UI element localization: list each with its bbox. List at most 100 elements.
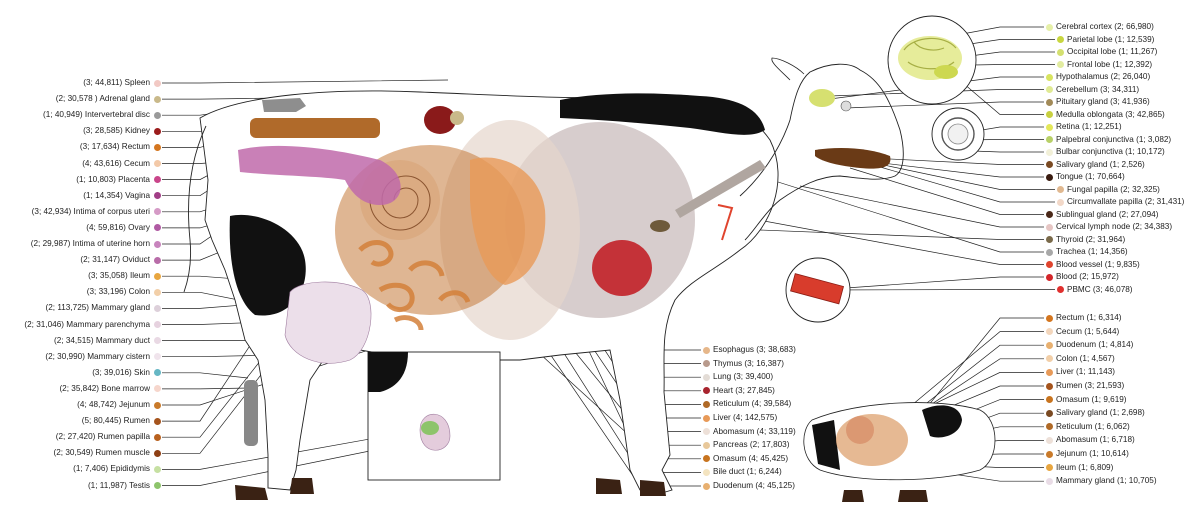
right-label-text: Parietal lobe (1; 12,539) [1067,34,1155,44]
left-label-text: (1; 11,987) Testis [87,480,150,490]
leader-line [162,439,425,486]
left-label-text: (4; 59,816) Ovary [86,222,150,232]
legend-color-dot [1045,464,1053,472]
legend-color-dot [153,353,161,361]
legend-color-dot [153,192,161,200]
mid-label-text: Pancreas (2; 17,803) [713,440,790,450]
internal-organs [238,89,891,340]
mid-label-text: Duodenum (4; 45,125) [713,481,795,490]
legend-color-dot [1056,198,1064,206]
legend-color-dot [702,414,710,422]
right-label-text: Occipital lobe (1; 11,267) [1067,47,1158,56]
right-label-text: Omasum (1; 9,619) [1056,394,1127,404]
right-label-text: Ileum (1; 6,809) [1056,462,1114,472]
legend-color-dot [1045,223,1053,231]
leader-line [869,163,1055,203]
legend-color-dot [1045,136,1053,143]
legend-color-dot [702,360,710,368]
right-label-text: Blood vessel (1; 9,835) [1056,259,1140,269]
brain-small [809,89,835,107]
legend-color-dot [1045,86,1053,93]
legend-color-dot [1045,161,1053,168]
legend-color-dot [1045,211,1053,218]
legend-color-dot [1045,409,1053,417]
leader-line [829,89,1044,97]
leader-line [817,289,1055,291]
legend-color-dot [1045,436,1053,444]
vessel-inset [785,257,851,323]
legend-color-dot [153,256,161,264]
bone-leg [244,380,258,446]
left-label-text: (3; 17,634) Rectum [79,142,150,152]
mid-label-text: Thymus (3; 16,387) [713,358,784,368]
black-patch-back [560,93,765,135]
right-label-text: Reticulum (1; 6,062) [1056,421,1130,431]
legend-color-dot [153,417,161,425]
intestine-coils [358,240,471,331]
kidney-shape [424,106,456,134]
left-label-text: (1; 7,406) Epididymis [73,464,150,474]
blood-vessel-shape [717,204,734,241]
legend-color-dot [702,400,710,408]
leader-line [162,372,249,379]
left-label-text: (3; 33,196) Colon [86,287,150,297]
rear-hoof [235,485,268,500]
right-label-text: Jejunum (1; 10,614) [1056,449,1129,458]
left-label-text: (3; 39,016) Skin [92,367,150,377]
left-label-text: (3; 28,585) Kidney [83,126,150,136]
legend-color-dot [1045,382,1053,390]
right-label-text: Trachea (1; 14,356) [1056,247,1128,256]
legend-color-dot [702,428,710,436]
adrenal-shape [450,111,464,125]
legend-color-dot [153,482,161,489]
right-label-text: Rectum (1; 6,314) [1056,313,1122,322]
right-label-text: Cerebellum (3; 34,311) [1056,84,1140,94]
right-label-text: Rumen (3; 21,593) [1056,381,1125,390]
leader-line [659,225,1044,240]
mid-label-text: Esophagus (3; 38,683) [713,345,796,354]
legend-color-dot [1045,273,1053,281]
legend-color-dot [153,272,161,280]
udder [284,281,372,364]
left-label-text: (2; 113,725) Mammary gland [45,303,150,313]
leader-line [899,317,1044,441]
black-patch-rump [229,214,306,316]
right-label-text: Bulbar conjunctiva (1; 10,172) [1056,147,1165,156]
leader-line [739,169,1044,253]
legend-color-dot [153,127,161,135]
legend-color-dot [1045,450,1053,458]
legend-color-dot [1056,48,1064,56]
legend-color-dot [1056,186,1064,193]
legend-color-dot [153,111,161,119]
right-label-text: Cerebral cortex (2; 66,980) [1056,22,1154,31]
leader-line [162,429,421,470]
leader-line [859,159,1055,190]
legend-color-dot [1045,23,1053,31]
right-label-text: Mammary gland (1; 10,705) [1056,476,1157,486]
legend-color-dot [1045,423,1053,431]
legend-color-dot [1056,61,1064,68]
legend-color-dot [1045,248,1053,256]
mid-label-text: Abomasum (4; 33,119) [713,426,796,436]
right-label-text: Tongue (1; 70,664) [1056,172,1125,181]
legend-color-dot [1045,236,1053,243]
right-label-text: Salivary gland (1; 2,698) [1056,408,1145,418]
left-label-text: (3; 35,058) Ileum [88,271,150,281]
left-label-text: (2; 30,549) Rumen muscle [53,448,150,458]
legend-color-dot [153,385,161,393]
legend-color-dot [153,433,161,441]
legend-color-dot [153,401,161,409]
left-label-text: (2; 27,420) Rumen papilla [55,432,150,442]
right-label-text: Pituitary gland (3; 41,936) [1056,97,1150,106]
eye-inset [931,107,985,161]
cow-ear [771,57,805,81]
right-label-text: Sublingual gland (2; 27,094) [1056,209,1159,219]
legend-color-dot [702,346,710,354]
brain-inset [887,15,977,105]
uterus-shape [238,145,401,205]
left-label-text: (3; 44,811) Spleen [83,78,150,87]
right-label-text: Salivary gland (1; 2,526) [1056,159,1145,169]
leader-line [799,185,1044,228]
leader-line [162,387,251,390]
